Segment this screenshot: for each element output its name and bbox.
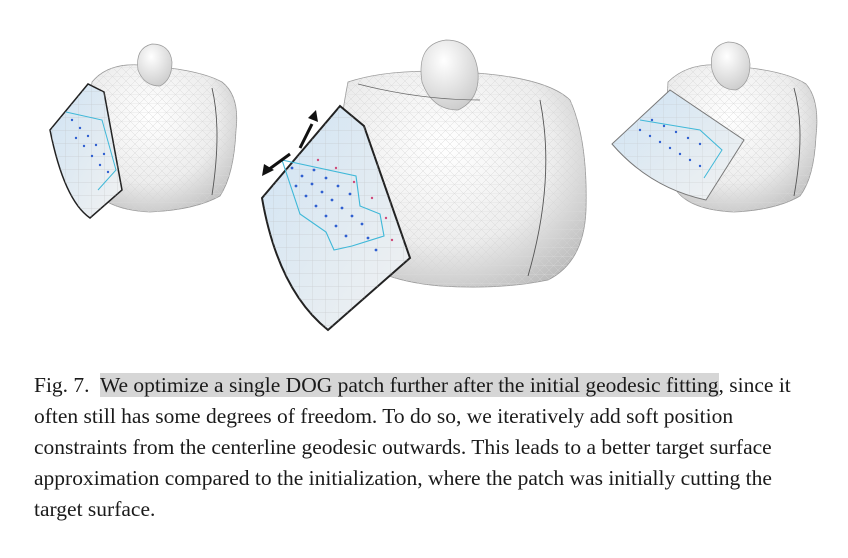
figure-illustration (49, 39, 818, 332)
right-surface (611, 41, 818, 213)
left-surface (49, 43, 238, 219)
caption-label: Fig. 7. (34, 373, 90, 397)
caption-body-text: , since it often still has some degrees … (34, 373, 791, 521)
figure-caption: Fig. 7. We optimize a single DOG patch f… (34, 370, 824, 525)
caption-highlighted-text: We optimize a single DOG patch further a… (99, 373, 719, 397)
middle-surface (260, 39, 587, 332)
